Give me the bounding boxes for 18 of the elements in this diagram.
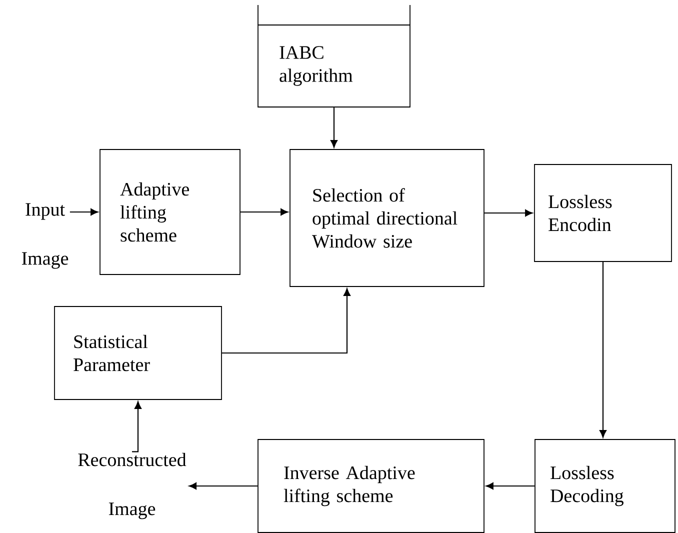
arrow [132, 401, 142, 452]
arrow [600, 262, 606, 438]
arrow [240, 208, 288, 216]
process-box: Statistical Parameter [54, 306, 222, 400]
process-box: IABC algorithm [258, 24, 410, 108]
arrow [484, 210, 533, 216]
arrow [330, 107, 338, 148]
text-label: Reconstructed Image [78, 452, 186, 520]
arrow [188, 482, 258, 490]
process-box: Inverse Adaptive lifting scheme [258, 439, 484, 533]
process-box: Lossless Decoding [534, 439, 676, 533]
process-box: Lossless Encodin [534, 164, 672, 262]
arrow [70, 208, 98, 216]
process-box: Adaptive lifting scheme [100, 149, 240, 275]
arrow [486, 482, 535, 490]
text-label: Input Image [22, 203, 68, 269]
process-box: Selection of optimal directional Window size [290, 149, 484, 287]
arrow [222, 288, 350, 354]
